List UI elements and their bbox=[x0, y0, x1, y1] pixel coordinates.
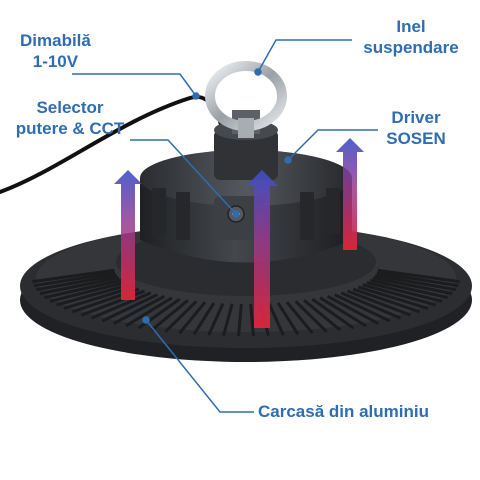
fin bbox=[346, 289, 412, 317]
heat-flow-arrows bbox=[114, 138, 364, 328]
label-driver: Driver SOSEN bbox=[376, 107, 456, 149]
label-selector-line2: putere & CCT bbox=[15, 119, 125, 138]
fin bbox=[369, 278, 448, 299]
label-housing-text: Carcasă din aluminiu bbox=[258, 402, 429, 421]
callout-line-housing bbox=[145, 319, 254, 413]
fin bbox=[192, 302, 216, 336]
label-dimmable: Dimabilă 1-10V bbox=[20, 30, 91, 72]
fin bbox=[377, 268, 460, 284]
fin bbox=[372, 276, 453, 296]
fin bbox=[276, 302, 300, 336]
heat-arrow-icon bbox=[246, 170, 278, 328]
label-dimmable-line1: Dimabilă bbox=[20, 31, 91, 50]
fin bbox=[326, 294, 379, 325]
label-driver-line1: Driver bbox=[391, 108, 441, 127]
fin bbox=[366, 281, 443, 303]
callout-line-driver bbox=[287, 129, 378, 161]
fin bbox=[49, 281, 126, 303]
ring-icon bbox=[205, 61, 287, 138]
fin bbox=[340, 291, 402, 320]
fin bbox=[319, 296, 367, 328]
fin bbox=[352, 287, 421, 314]
callout-line-ring bbox=[257, 39, 352, 73]
label-driver-line2: SOSEN bbox=[386, 129, 446, 148]
fin bbox=[32, 268, 115, 284]
callout-line-selector bbox=[130, 139, 237, 215]
callout-lines bbox=[72, 39, 378, 413]
label-ring-line1: Inel bbox=[396, 17, 426, 36]
cooling-fins bbox=[32, 268, 460, 337]
fin bbox=[303, 299, 342, 332]
fin bbox=[150, 299, 189, 332]
fin bbox=[101, 293, 158, 323]
callout-dot-selector bbox=[232, 210, 240, 218]
fin bbox=[222, 303, 234, 337]
fin bbox=[334, 293, 391, 323]
fin bbox=[375, 273, 456, 292]
label-ring: Inel suspendare bbox=[352, 16, 470, 58]
fin bbox=[44, 278, 123, 299]
callout-dot-ring bbox=[254, 68, 262, 76]
fin bbox=[267, 302, 285, 336]
label-selector-line1: Selector bbox=[36, 98, 104, 117]
fin bbox=[164, 300, 198, 333]
label-housing: Carcasă din aluminiu bbox=[258, 401, 429, 422]
heat-arrow-icon bbox=[336, 138, 364, 250]
fin bbox=[362, 283, 436, 307]
callout-dot-housing bbox=[142, 316, 150, 324]
fin bbox=[33, 271, 116, 288]
fin bbox=[357, 285, 429, 310]
callout-dot-dimmable bbox=[192, 92, 200, 100]
fin bbox=[36, 273, 117, 292]
fin bbox=[237, 303, 243, 337]
callout-line-dimmable bbox=[72, 73, 197, 97]
fin bbox=[125, 296, 173, 328]
fin bbox=[207, 302, 225, 336]
fin bbox=[285, 301, 314, 335]
fin bbox=[113, 294, 166, 325]
callout-dot-driver bbox=[284, 156, 292, 164]
fin bbox=[39, 276, 120, 296]
label-dimmable-line2: 1-10V bbox=[32, 52, 79, 71]
fin bbox=[249, 303, 255, 337]
fin bbox=[90, 291, 152, 320]
fin bbox=[311, 297, 355, 330]
fin bbox=[376, 271, 459, 288]
fin bbox=[294, 300, 328, 333]
fin bbox=[56, 283, 130, 307]
label-selector: Selector putere & CCT bbox=[8, 97, 132, 139]
fin bbox=[178, 301, 207, 335]
heat-arrow-icon bbox=[114, 170, 142, 300]
label-ring-line2: suspendare bbox=[363, 38, 459, 57]
